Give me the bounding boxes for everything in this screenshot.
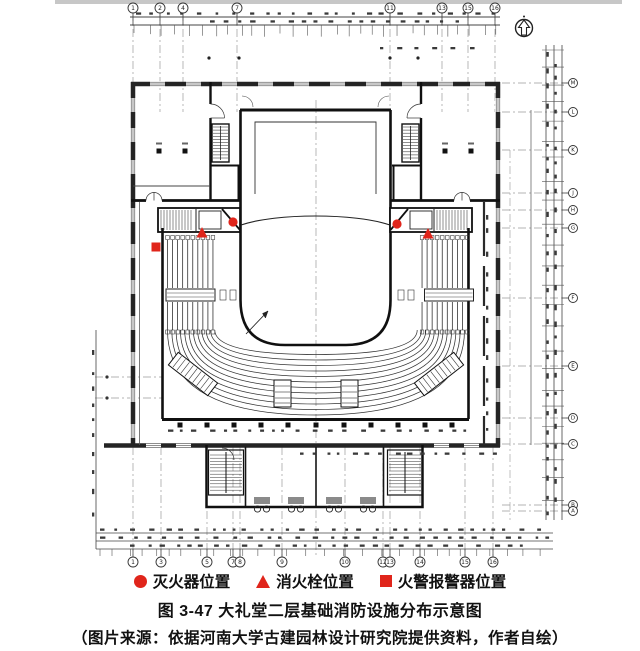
fire-alarm-marker: [151, 242, 161, 252]
grid-bubble-label: 2: [158, 5, 162, 12]
grid-bubble-label: 5: [205, 559, 209, 566]
grid-bubble-label: C: [571, 441, 575, 447]
grid-bubble-label: J: [571, 190, 574, 196]
grid-bubble-label: 15: [461, 559, 469, 566]
interior-partitions: [131, 82, 500, 513]
square-legend-icon: [379, 575, 392, 587]
grid-bubble-label: 13: [438, 5, 446, 12]
grid-bubble-label: 10: [341, 559, 349, 566]
legend: 灭火器位置 消火栓位置 火警报警器位置: [0, 570, 640, 592]
grid-bubble-label: M: [571, 80, 576, 86]
grid-bubble-label: 14: [416, 559, 424, 566]
grid-bubble-label: 3: [159, 559, 163, 566]
grid-bubble-label: 8: [238, 559, 242, 566]
circle-legend-icon: [133, 574, 147, 588]
fire-extinguisher-marker: [392, 219, 402, 229]
dimension-text-marks: [92, 12, 557, 547]
grid-bubble-label: 9: [280, 559, 284, 566]
figure-caption: 图 3-47 大礼堂二层基础消防设施分布示意图: [157, 603, 483, 620]
seating: [165, 235, 474, 416]
grid-bubble-label: G: [571, 225, 575, 231]
grid-bubble-label: K: [571, 147, 575, 153]
fire-extinguisher-marker: [228, 217, 238, 227]
grid-bubble-label: 13: [386, 559, 394, 566]
grid-bubble-label: 1: [131, 5, 135, 12]
grid-bubble-label: H: [571, 207, 575, 213]
grid-bubble-label: 11: [386, 5, 394, 12]
triangle-legend-icon: [256, 574, 271, 588]
grid-bubble-label: F: [571, 295, 574, 301]
grid-bubble-label: L: [571, 109, 575, 115]
legend-label: 灭火器位置: [152, 574, 231, 591]
grid-bubble-label: 15: [464, 5, 472, 12]
figure-source: （图片来源：依据河南大学古建园林设计研究院提供资料，作者自绘）: [71, 630, 568, 647]
grid-bubble-label: 7: [235, 5, 239, 12]
top-divider-bar: [55, 0, 622, 4]
legend-item: 消火栓位置: [256, 570, 354, 592]
grid-bubble-label: E: [571, 363, 575, 369]
legend-item: 灭火器位置: [133, 570, 231, 592]
grid-bubble-label: 4: [181, 5, 185, 12]
grid-bubble-label: 12: [379, 559, 387, 566]
fire-hydrant-marker: [422, 228, 434, 239]
fire-hydrant-marker: [196, 227, 208, 238]
grid-bubble-label: 16: [491, 5, 499, 12]
walls: [104, 81, 501, 449]
dimension-strips: [95, 13, 568, 557]
grid-bubble-label: 1: [131, 559, 135, 566]
legend-item: 火警报警器位置: [379, 570, 507, 592]
legend-label: 消火栓位置: [276, 574, 354, 591]
fire-markers: [151, 217, 434, 252]
grid-bubble-label: A: [571, 508, 575, 514]
north-arrow-icon: [514, 15, 534, 38]
legend-label: 火警报警器位置: [397, 574, 507, 591]
grid-bubble-label: 7: [231, 559, 235, 566]
grid-bubble-label: D: [571, 415, 575, 421]
grid-bubble-label: B: [571, 502, 575, 508]
grid-bubble-label: 16: [489, 559, 497, 566]
